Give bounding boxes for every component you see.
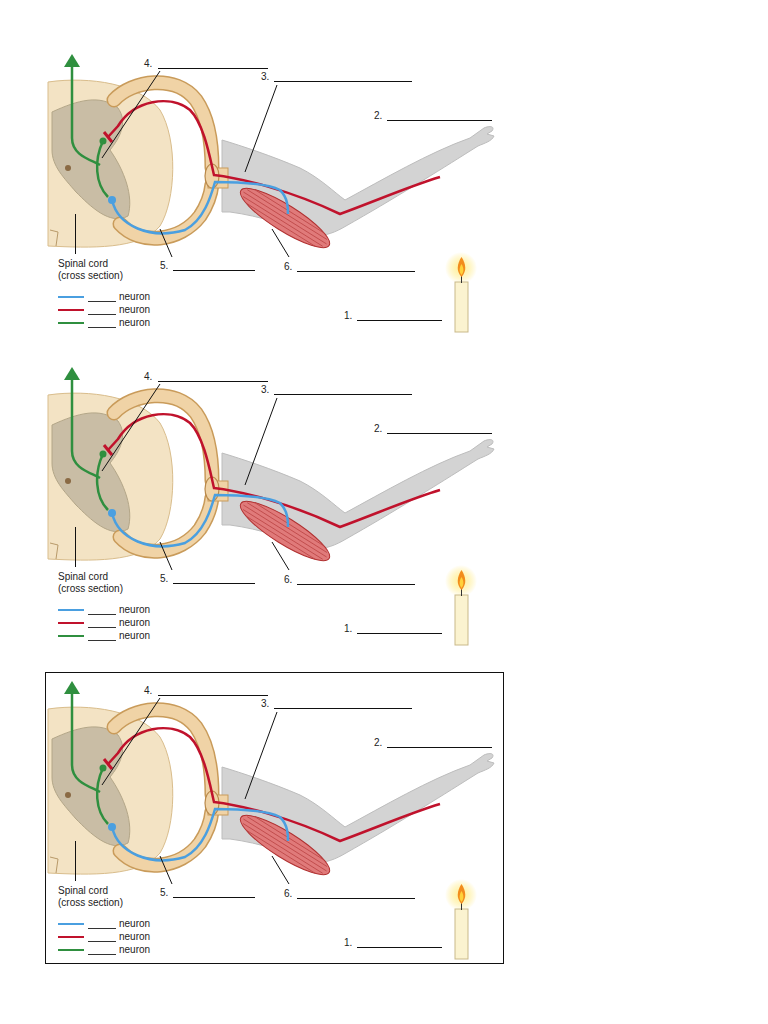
callout-number-text: 6. (284, 888, 292, 899)
answer-blank (88, 618, 116, 628)
reflex-arc-figure (48, 681, 494, 959)
callout-number: 3. (261, 384, 269, 396)
answer-blank (88, 305, 116, 315)
callout-number-text: 5. (160, 887, 168, 898)
callout-number: 2. (374, 737, 382, 749)
callout-number: 2. (374, 110, 382, 122)
structure-label-text: Spinal cord (cross section) (58, 258, 123, 281)
callout-number-text: 6. (284, 574, 292, 585)
legend-row: neuron (58, 931, 150, 943)
callout-number-text: 5. (160, 260, 168, 271)
legend-swatch (58, 609, 84, 611)
legend-text: neuron (119, 317, 150, 329)
structure-label: Spinal cord (cross section) (58, 258, 136, 282)
callout-number: 5. (160, 260, 168, 272)
legend-swatch (58, 936, 84, 938)
callout-number-text: 1. (344, 623, 352, 634)
answer-blank (88, 318, 116, 328)
legend-text: neuron (119, 918, 150, 930)
answer-blank (88, 631, 116, 641)
legend-swatch (58, 635, 84, 637)
structure-label: Spinal cord (cross section) (58, 885, 136, 909)
callout-number-text: 1. (344, 310, 352, 321)
legend-swatch (58, 949, 84, 951)
callout-number: 2. (374, 423, 382, 435)
callout-number-text: 5. (160, 573, 168, 584)
legend-row: neuron (58, 617, 150, 629)
structure-label-text: Spinal cord (cross section) (58, 571, 123, 594)
callout-number: 3. (261, 698, 269, 710)
callout-number-text: 4. (144, 371, 152, 382)
callout-number: 6. (284, 888, 292, 900)
callout-number: 1. (344, 310, 352, 322)
callout-number-text: 2. (374, 110, 382, 121)
callout-number-text: 2. (374, 737, 382, 748)
answer-blank (88, 605, 116, 615)
answer-blank (88, 292, 116, 302)
legend-row: neuron (58, 630, 150, 642)
callout-number-text: 3. (261, 384, 269, 395)
reflex-arc-figure (48, 54, 494, 332)
callout-number-text: 4. (144, 685, 152, 696)
callout-number-text: 3. (261, 698, 269, 709)
callout-number: 6. (284, 574, 292, 586)
legend-swatch (58, 322, 84, 324)
panel-frame (46, 673, 504, 964)
callout-number: 5. (160, 573, 168, 585)
legend-swatch (58, 296, 84, 298)
callout-number-text: 2. (374, 423, 382, 434)
callout-number-text: 4. (144, 58, 152, 69)
legend-text: neuron (119, 617, 150, 629)
legend-text: neuron (119, 944, 150, 956)
legend-swatch (58, 309, 84, 311)
callout-number: 4. (144, 685, 152, 697)
callout-number-text: 1. (344, 937, 352, 948)
structure-label-text: Spinal cord (cross section) (58, 885, 123, 908)
callout-number-text: 3. (261, 71, 269, 82)
callout-number-text: 6. (284, 261, 292, 272)
answer-blank (88, 932, 116, 942)
callout-number: 6. (284, 261, 292, 273)
legend-row: neuron (58, 944, 150, 956)
structure-label: Spinal cord (cross section) (58, 571, 136, 595)
legend-text: neuron (119, 291, 150, 303)
callout-number: 4. (144, 371, 152, 383)
legend-row: neuron (58, 317, 150, 329)
callout-number: 5. (160, 887, 168, 899)
reflex-arc-figure (48, 367, 494, 645)
legend-swatch (58, 923, 84, 925)
legend-text: neuron (119, 630, 150, 642)
legend-row: neuron (58, 918, 150, 930)
callout-number: 1. (344, 623, 352, 635)
callout-number: 3. (261, 71, 269, 83)
legend-row: neuron (58, 291, 150, 303)
legend-text: neuron (119, 604, 150, 616)
legend-swatch (58, 622, 84, 624)
legend-text: neuron (119, 304, 150, 316)
callout-number: 4. (144, 58, 152, 70)
callout-number: 1. (344, 937, 352, 949)
answer-blank (88, 945, 116, 955)
legend-row: neuron (58, 604, 150, 616)
answer-blank (88, 919, 116, 929)
legend-text: neuron (119, 931, 150, 943)
legend-row: neuron (58, 304, 150, 316)
